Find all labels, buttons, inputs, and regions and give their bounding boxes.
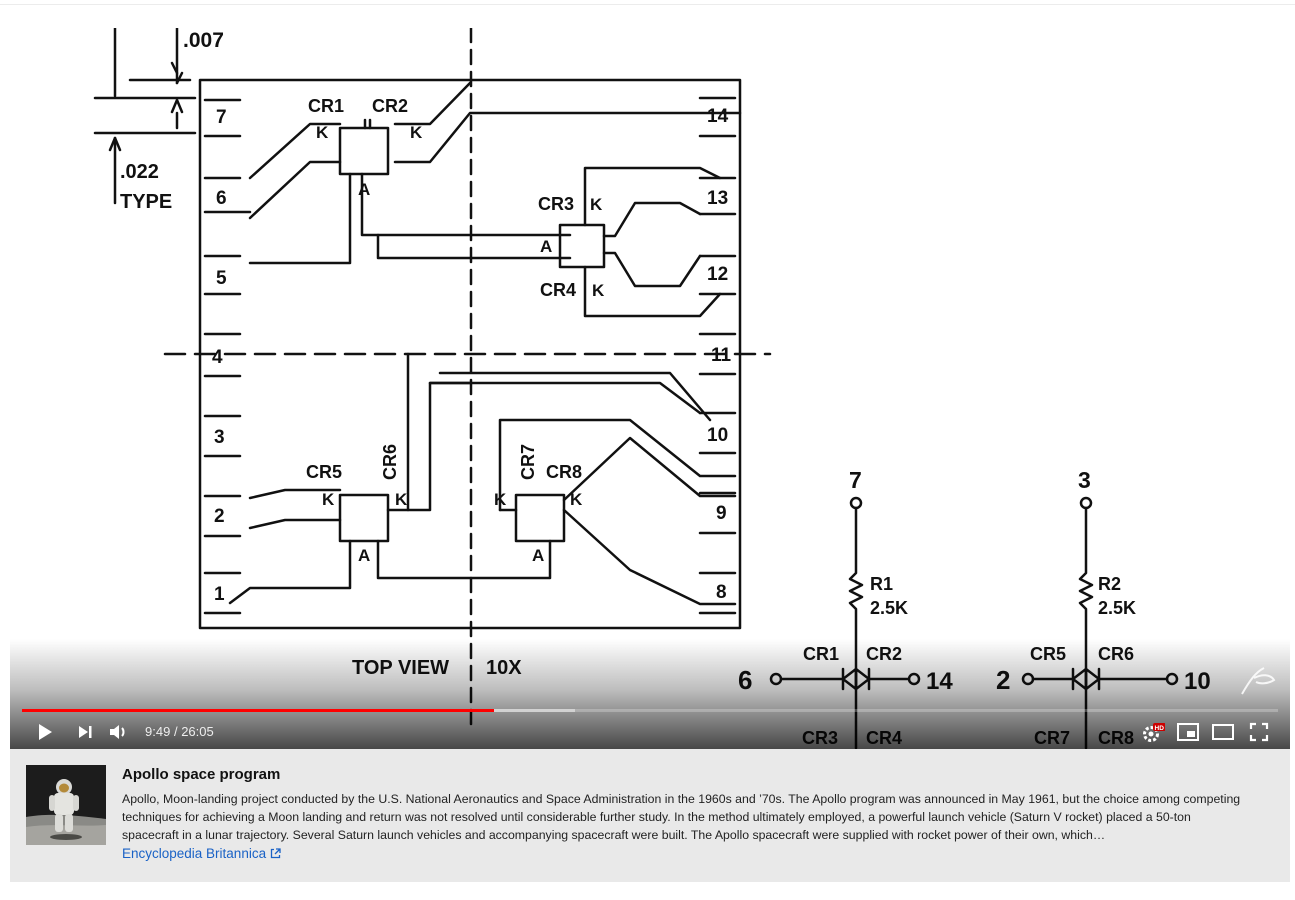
schematic-node: 7 xyxy=(849,467,862,493)
info-card-title: Apollo space program xyxy=(122,766,281,783)
left-pin-label: 7 xyxy=(216,107,227,128)
resistor-value: 2.5K xyxy=(1098,598,1136,618)
time-separator: / xyxy=(173,724,178,739)
resistor-label: R1 xyxy=(870,574,893,594)
progress-bar[interactable] xyxy=(22,709,1278,712)
diode-label: CR6 xyxy=(1098,644,1134,664)
settings-button[interactable]: HD xyxy=(1138,718,1168,746)
played-bar xyxy=(22,709,495,712)
diode-label: CR1 xyxy=(308,96,344,116)
fullscreen-button[interactable] xyxy=(1244,718,1274,746)
player-controls: 9:49 / 26:05 HD xyxy=(10,716,1290,746)
right-pin-label: 10 xyxy=(707,425,728,446)
left-pin-label: 5 xyxy=(216,268,227,289)
play-icon xyxy=(39,724,52,740)
cathode-label: K xyxy=(590,195,603,214)
diode-label: CR5 xyxy=(1030,644,1066,664)
right-pin-label: 11 xyxy=(711,345,732,366)
right-pin-label: 8 xyxy=(716,582,727,603)
left-pin-label: 6 xyxy=(216,188,227,209)
next-button[interactable] xyxy=(70,718,100,746)
diode-label: CR6 xyxy=(380,444,400,480)
settings-icon: HD xyxy=(1143,723,1165,742)
cathode-label: K xyxy=(395,490,408,509)
external-link-icon xyxy=(270,848,281,859)
info-card-description: Apollo, Moon-landing project conducted b… xyxy=(122,792,1241,842)
cathode-label: K xyxy=(592,281,605,300)
schematic-node: 6 xyxy=(738,665,752,695)
theater-button[interactable] xyxy=(1208,718,1238,746)
astronaut-thumbnail[interactable] xyxy=(26,765,106,845)
dim-type-label: TYPE xyxy=(120,191,172,213)
channel-watermark-icon[interactable] xyxy=(1236,660,1280,700)
left-pin-label: 4 xyxy=(212,347,223,368)
cathode-label: K xyxy=(570,490,583,509)
cathode-label: K xyxy=(322,490,335,509)
diode-label: CR5 xyxy=(306,462,342,482)
diode-label: CR3 xyxy=(538,194,574,214)
diode-label: CR8 xyxy=(546,462,582,482)
left-pin-label: 3 xyxy=(214,427,225,448)
circuit-diagram: .007 .022 TYPE 7 6 5 4 3 2 1 14 13 12 11… xyxy=(93,28,1211,749)
right-pin-label: 12 xyxy=(707,264,728,285)
volume-icon xyxy=(110,725,125,739)
caption-view: TOP VIEW xyxy=(352,657,449,679)
diode-label: CR2 xyxy=(372,96,408,116)
right-pin-label: 14 xyxy=(707,106,729,127)
fullscreen-icon xyxy=(1249,722,1269,742)
hd-badge: HD xyxy=(1155,725,1165,732)
schematic-node: 10 xyxy=(1184,668,1211,695)
volume-button[interactable] xyxy=(104,718,134,746)
miniplayer-icon xyxy=(1177,723,1199,741)
diode-label: CR4 xyxy=(540,280,576,300)
info-card: Apollo space program Apollo, Moon-landin… xyxy=(10,749,1290,882)
resistor-value: 2.5K xyxy=(870,598,908,618)
right-pin-label: 9 xyxy=(716,503,727,524)
current-time: 9:49 xyxy=(145,724,171,739)
schematic-node: 2 xyxy=(996,665,1010,695)
time-display: 9:49 / 26:05 xyxy=(145,724,214,739)
anode-label: A xyxy=(358,180,370,199)
video-frame[interactable]: .007 .022 TYPE 7 6 5 4 3 2 1 14 13 12 11… xyxy=(10,28,1290,749)
video-player[interactable]: .007 .022 TYPE 7 6 5 4 3 2 1 14 13 12 11… xyxy=(10,28,1290,749)
cathode-label: K xyxy=(316,123,329,142)
source-link[interactable]: Encyclopedia Britannica xyxy=(122,846,281,861)
play-button[interactable] xyxy=(30,718,60,746)
dim-top-label: .007 xyxy=(183,29,224,52)
diode-label: CR2 xyxy=(866,644,902,664)
diode-label: CR7 xyxy=(518,444,538,480)
schematic-node: 14 xyxy=(926,668,953,695)
dim-mid-label: .022 xyxy=(120,161,159,183)
resistor-label: R2 xyxy=(1098,574,1121,594)
cathode-label: K xyxy=(494,490,507,509)
source-link-label: Encyclopedia Britannica xyxy=(122,846,267,861)
cathode-label: K xyxy=(410,123,423,142)
caption-scale: 10X xyxy=(486,657,522,679)
anode-label: A xyxy=(358,546,370,565)
page-top-divider xyxy=(0,4,1295,5)
anode-label: A xyxy=(532,546,544,565)
diode-label: CR1 xyxy=(803,644,839,664)
left-pin-label: 2 xyxy=(214,506,225,527)
miniplayer-button[interactable] xyxy=(1173,718,1203,746)
schematic-node: 3 xyxy=(1078,467,1091,493)
duration: 26:05 xyxy=(181,724,214,739)
anode-label: A xyxy=(540,237,552,256)
next-icon xyxy=(79,726,92,738)
astronaut-image xyxy=(26,765,106,845)
theater-icon xyxy=(1212,724,1234,740)
left-pin-label: 1 xyxy=(214,584,225,605)
right-pin-label: 13 xyxy=(707,188,728,209)
